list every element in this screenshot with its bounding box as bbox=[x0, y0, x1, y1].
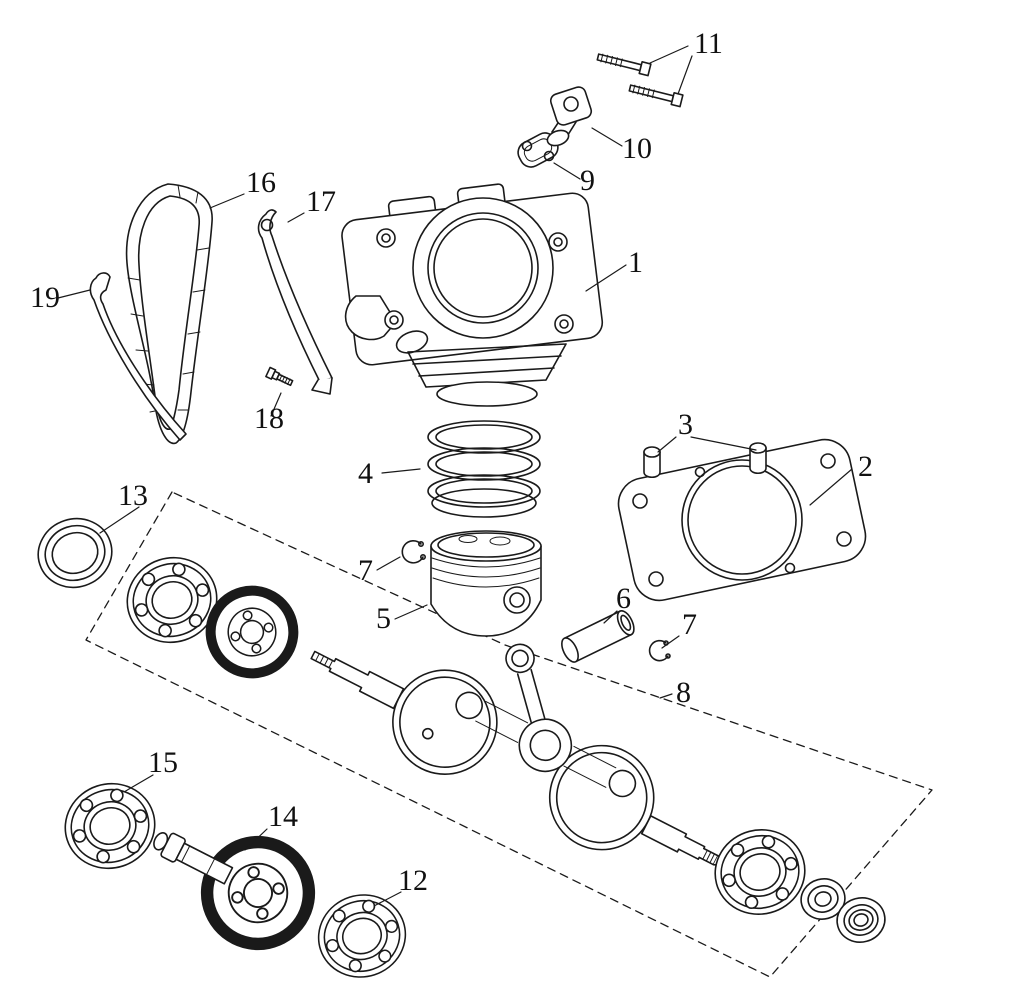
callout-6: 6 bbox=[616, 582, 631, 615]
callout-4: 4 bbox=[358, 457, 373, 490]
callout-3: 3 bbox=[678, 408, 693, 441]
circlip-left bbox=[401, 540, 426, 564]
callout-10: 10 bbox=[622, 132, 652, 165]
callout-16: 16 bbox=[246, 166, 276, 199]
balancer-shaft-gear-14 bbox=[153, 826, 324, 959]
callout-19: 19 bbox=[30, 281, 60, 314]
callout-15: 15 bbox=[148, 746, 178, 779]
callout-7b: 7 bbox=[682, 608, 697, 641]
crankshaft-assembly bbox=[310, 643, 726, 867]
guide-bolt bbox=[265, 366, 294, 387]
callout-1: 1 bbox=[628, 246, 643, 279]
chain-tensioner-guide bbox=[257, 209, 333, 395]
cylinder-block bbox=[341, 183, 604, 407]
small-seal-right-1 bbox=[800, 878, 846, 920]
dowel-pin-a bbox=[643, 446, 661, 479]
circlip-right bbox=[648, 639, 671, 662]
callout-2: 2 bbox=[858, 450, 873, 483]
ball-bearing-15 bbox=[53, 771, 167, 881]
small-seal-right-2 bbox=[836, 897, 886, 943]
callout-12: 12 bbox=[398, 864, 428, 897]
callout-13: 13 bbox=[118, 479, 148, 512]
joint-fitting bbox=[546, 86, 593, 147]
ball-bearing-right bbox=[704, 818, 816, 926]
piston-pin bbox=[561, 609, 635, 663]
assembly-boundary-outline bbox=[85, 491, 933, 978]
ball-bearing-12 bbox=[307, 882, 417, 990]
callout-17: 17 bbox=[306, 185, 336, 218]
leader-lines bbox=[57, 45, 853, 907]
callout-7a: 7 bbox=[358, 554, 373, 587]
cylinder-base-gasket bbox=[617, 438, 867, 602]
callout-11: 11 bbox=[694, 27, 723, 60]
timing-chain bbox=[125, 183, 213, 445]
callout-8: 8 bbox=[676, 676, 691, 709]
callout-9: 9 bbox=[580, 164, 595, 197]
oil-seal-13 bbox=[37, 517, 113, 589]
piston-ring-set bbox=[427, 420, 541, 518]
piston bbox=[430, 530, 542, 637]
flange-bolt-b bbox=[628, 84, 684, 108]
callout-5: 5 bbox=[376, 602, 391, 635]
callout-14: 14 bbox=[268, 800, 298, 833]
flange-bolt-a bbox=[596, 53, 652, 77]
dowel-pin-b bbox=[749, 442, 767, 475]
chain-guide bbox=[89, 272, 187, 441]
callout-18: 18 bbox=[254, 402, 284, 435]
